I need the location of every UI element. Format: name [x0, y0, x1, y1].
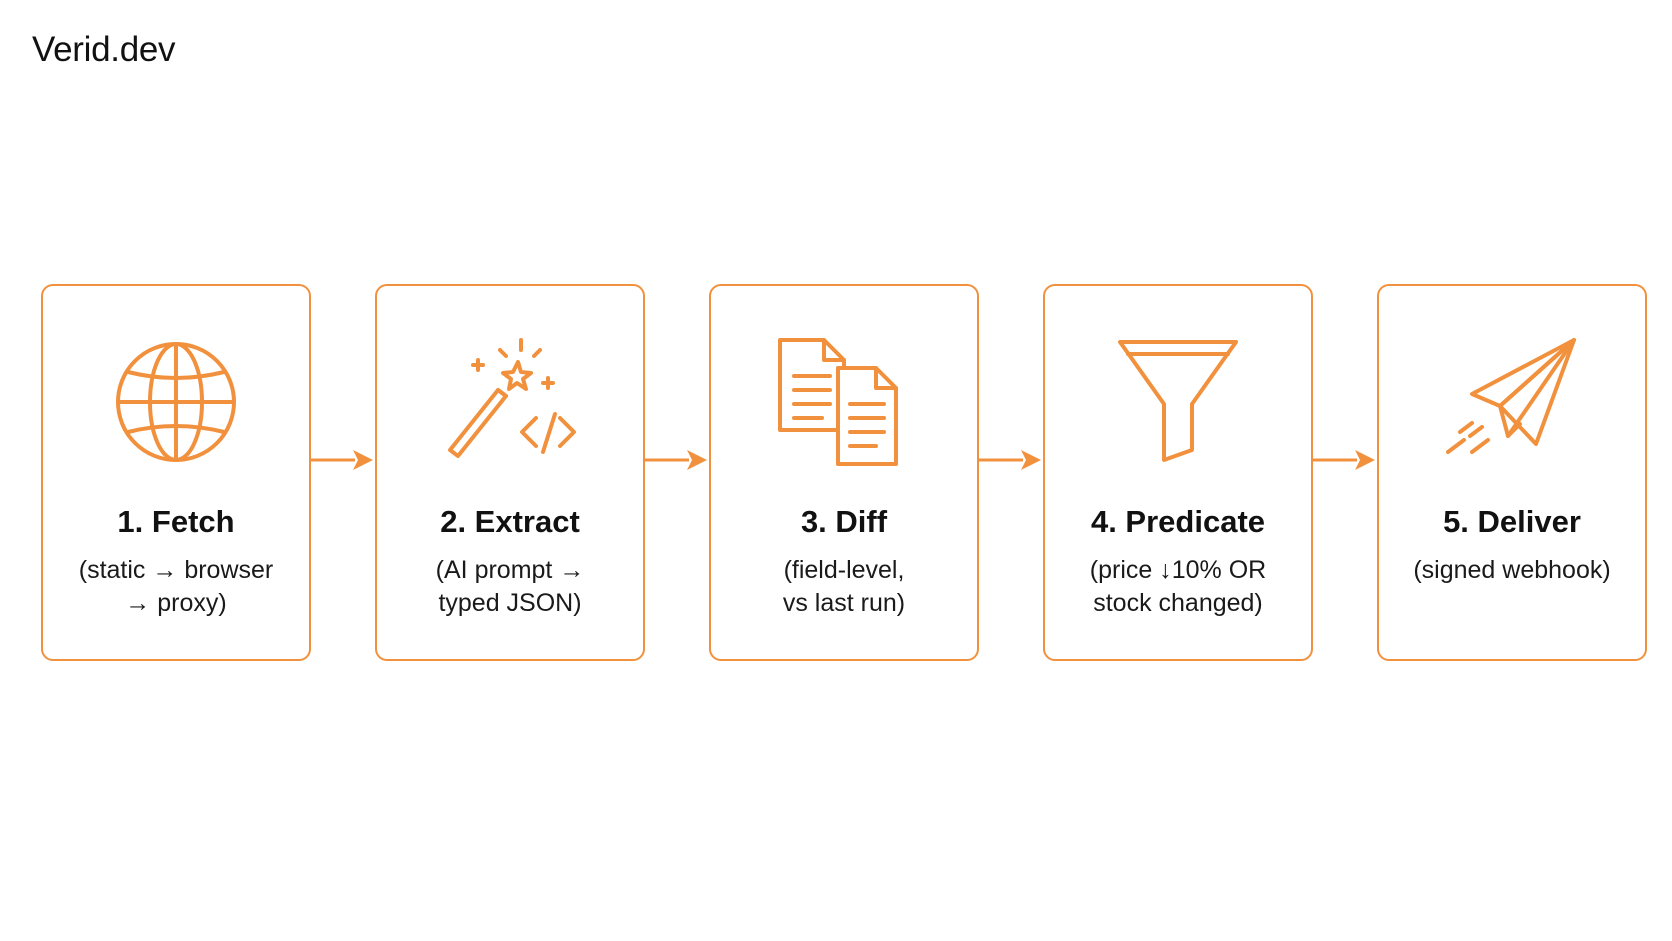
magic-wand-code-icon — [440, 332, 580, 472]
step-description-line: (field-level, — [783, 556, 905, 584]
step-title: 3. Diff — [800, 504, 888, 539]
step-description-line: (signed webhook) — [1413, 556, 1611, 584]
flow-arrow — [1313, 446, 1377, 474]
paper-plane-icon — [1442, 332, 1582, 472]
step-description-line: stock changed) — [1093, 589, 1263, 617]
step-description: (static → browser → proxy) — [55, 554, 297, 620]
step-title: 4. Predicate — [1090, 504, 1266, 539]
flow-arrow — [311, 446, 375, 474]
step-title: 1. Fetch — [117, 504, 235, 539]
step-fetch: 1. Fetch (static → browser → proxy) — [41, 284, 311, 661]
step-description-line: typed JSON) — [438, 589, 582, 617]
step-description-line: (AI prompt → — [435, 556, 585, 584]
flow-arrow — [645, 446, 709, 474]
brand-title: Verid.dev — [32, 30, 176, 69]
step-description-line: → proxy) — [125, 589, 227, 617]
step-description-line: (price ↓10% OR — [1089, 556, 1267, 584]
step-description: (AI prompt → typed JSON) — [389, 554, 631, 620]
funnel-icon — [1108, 332, 1248, 472]
globe-icon — [106, 332, 246, 472]
step-title: 5. Deliver — [1443, 504, 1581, 539]
step-deliver: 5. Deliver (signed webhook) — [1377, 284, 1647, 661]
step-extract: 2. Extract (AI prompt → typed JSON) — [375, 284, 645, 661]
step-description: (field-level, vs last run) — [723, 554, 965, 620]
step-title: 2. Extract — [440, 504, 580, 539]
step-predicate: 4. Predicate (price ↓10% OR stock change… — [1043, 284, 1313, 661]
step-diff: 3. Diff (field-level, vs last run) — [709, 284, 979, 661]
step-description: (signed webhook) — [1391, 554, 1633, 587]
documents-compare-icon — [774, 332, 914, 472]
step-description: (price ↓10% OR stock changed) — [1057, 554, 1299, 620]
step-description-line: (static → browser — [78, 556, 274, 584]
step-description-line: vs last run) — [782, 589, 906, 617]
flow-arrow — [979, 446, 1043, 474]
